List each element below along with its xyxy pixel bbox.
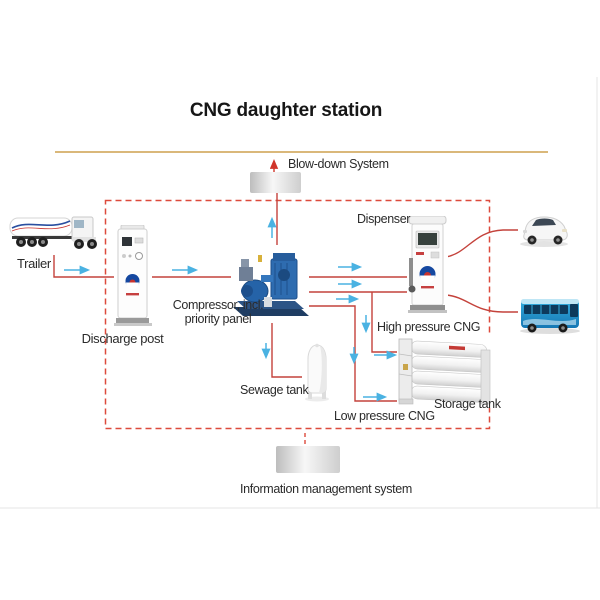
trailer-label: Trailer: [17, 256, 51, 271]
storage-tank-label: Storage tank: [434, 397, 501, 411]
compressor-graphic: [231, 245, 309, 328]
low-pressure-label: Low pressure CNG: [334, 409, 435, 423]
info-system-label: Information management system: [240, 482, 412, 496]
flow-arrows: [64, 216, 398, 402]
sewage-tank-graphic: [302, 343, 332, 408]
station-boundary: [104, 199, 491, 430]
trailer-graphic: [8, 211, 100, 260]
sewage-tank-label: Sewage tank: [240, 383, 309, 397]
storage-tank-graphic: [397, 336, 493, 413]
bus-graphic: [518, 291, 582, 340]
page-title: CNG daughter station: [189, 100, 383, 121]
dispenser-graphic: [407, 215, 448, 318]
blow-down-box: [250, 172, 301, 193]
compressor-label-line2: priority panel: [184, 312, 252, 326]
dispenser-label: Dispenser: [357, 212, 411, 226]
car-graphic: [518, 211, 570, 254]
info-system-box: [276, 446, 340, 473]
discharge-post-label: Discharge post: [81, 331, 164, 346]
compressor-label-line1: Compressor, incl.: [172, 298, 264, 312]
compressor-label: Compressor, incl. priority panel: [167, 298, 269, 326]
high-pressure-label: High pressure CNG: [377, 320, 481, 334]
blow-down-label: Blow-down System: [288, 157, 389, 171]
discharge-post-graphic: [114, 224, 152, 332]
